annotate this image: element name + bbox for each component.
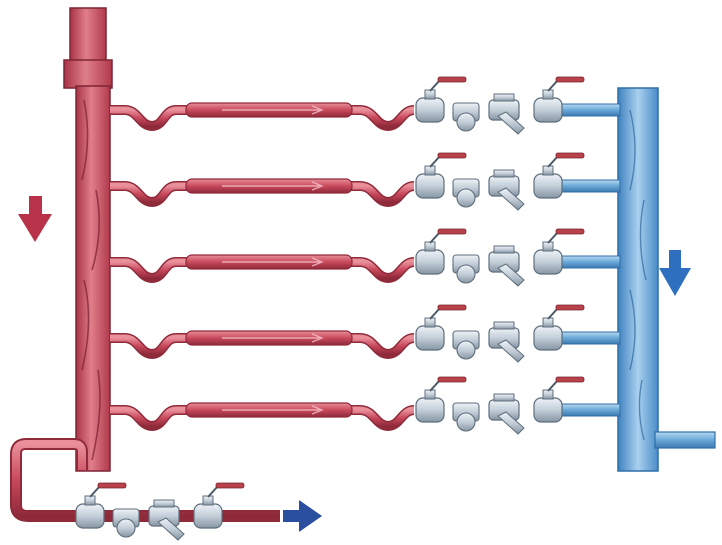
branch-lines xyxy=(110,76,621,435)
condensate-header xyxy=(617,87,716,472)
isolation-valve xyxy=(415,376,467,423)
strainer xyxy=(148,499,185,541)
outlet-line xyxy=(10,438,280,541)
valve-handle xyxy=(215,482,245,489)
valve-handle xyxy=(555,152,585,159)
steam-trap xyxy=(452,254,480,284)
down-arrow-icon xyxy=(18,196,52,242)
isolation-valve xyxy=(415,76,467,123)
valve-handle xyxy=(97,482,127,489)
strainer xyxy=(488,169,525,211)
isolation-valve xyxy=(533,304,585,351)
branch-line xyxy=(110,228,621,287)
strainer xyxy=(488,93,525,135)
down-arrow-icon xyxy=(659,250,691,296)
branch-line xyxy=(110,304,621,363)
condensate-pipe xyxy=(559,103,621,117)
strainer xyxy=(488,245,525,287)
valve-handle xyxy=(555,76,585,83)
isolation-valve xyxy=(415,228,467,275)
isolation-valve xyxy=(415,152,467,199)
isolation-valve xyxy=(533,228,585,275)
valve-handle xyxy=(437,76,467,83)
valve-handle xyxy=(555,228,585,235)
branch-line xyxy=(110,152,621,211)
strainer xyxy=(488,393,525,435)
isolation-valve xyxy=(533,76,585,123)
right-arrow-icon xyxy=(283,500,322,532)
isolation-valve xyxy=(75,482,127,529)
steam-trap xyxy=(452,178,480,208)
condensate-pipe xyxy=(559,179,621,193)
branch-line xyxy=(110,376,621,435)
steam-trap xyxy=(452,402,480,432)
isolation-valve xyxy=(533,152,585,199)
branch-line xyxy=(110,76,621,135)
condensate-pipe xyxy=(559,331,621,345)
strainer xyxy=(488,321,525,363)
isolation-valve xyxy=(415,304,467,351)
valve-handle xyxy=(555,376,585,383)
valve-handle xyxy=(437,152,467,159)
valve-handle xyxy=(437,228,467,235)
valve-handle xyxy=(555,304,585,311)
steam-trap xyxy=(112,508,140,538)
steam-header xyxy=(63,7,113,472)
valve-handle xyxy=(437,376,467,383)
condensate-pipe xyxy=(559,403,621,417)
isolation-valve xyxy=(533,376,585,423)
steam-trap xyxy=(452,102,480,132)
condensate-pipe xyxy=(559,255,621,269)
steam-trap xyxy=(452,330,480,360)
isolation-valve xyxy=(193,482,245,529)
valve-handle xyxy=(437,304,467,311)
